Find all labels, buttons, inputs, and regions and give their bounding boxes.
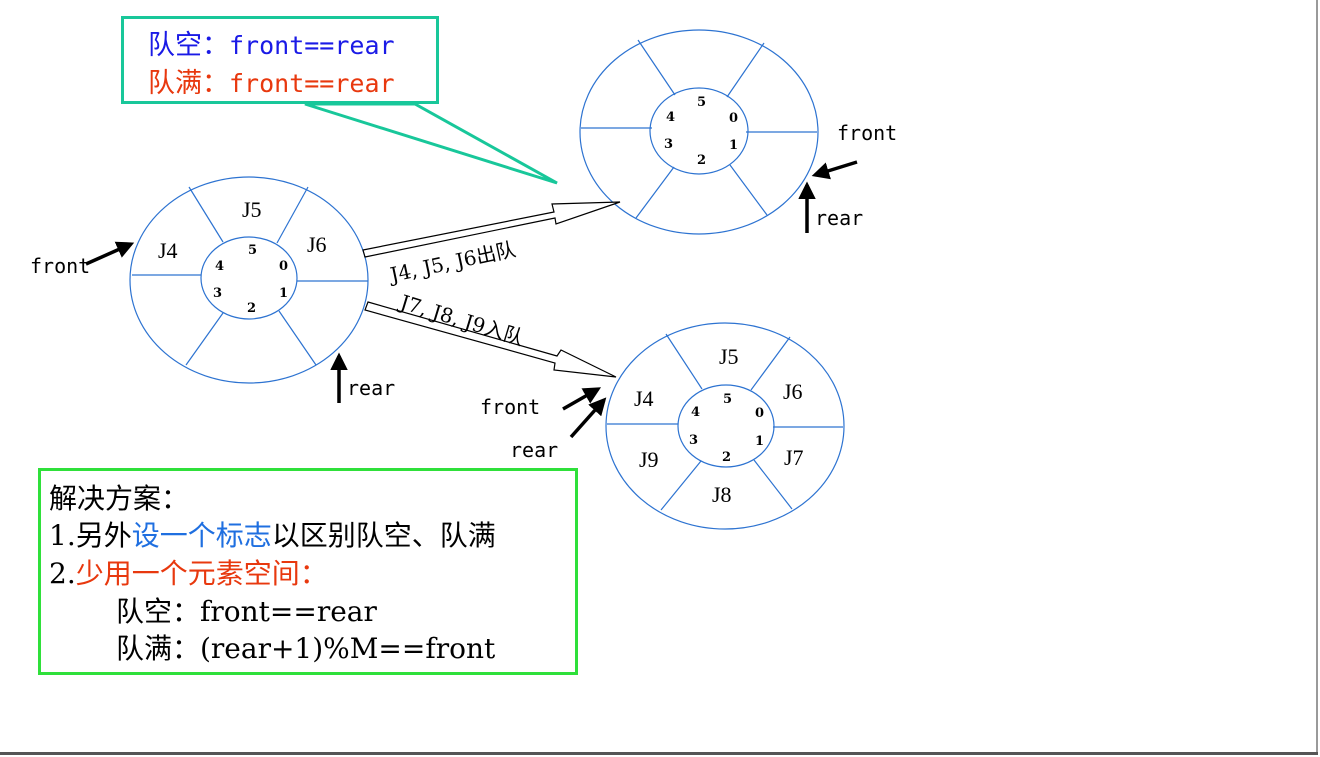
callout-empty-cond: front==rear xyxy=(229,31,395,60)
queue-left-index-1: 1 xyxy=(279,286,288,301)
queue-top-right-index-3: 3 xyxy=(664,137,673,152)
queue-bottom-right-cell-j7: J7 xyxy=(784,445,804,470)
queue-left-cell-j4: J4 xyxy=(158,238,178,263)
queue-left-index-3: 3 xyxy=(213,286,222,301)
queue-bottom-right-rear-arrow xyxy=(569,397,607,439)
queue-top-right-index-0: 0 xyxy=(729,111,738,126)
frame-right-edge xyxy=(1316,0,1318,754)
queue-left-index-5: 5 xyxy=(248,243,257,258)
queue-bottom-right-cell-j9: J9 xyxy=(639,447,659,472)
queue-bottom-right-front-label: front xyxy=(480,395,540,419)
solution-item-1: 1.另外设一个标志以区别队空、队满 xyxy=(49,520,496,552)
callout-empty-label: 队空： xyxy=(148,30,229,61)
solution-item-2: 2.少用一个元素空间： xyxy=(49,558,328,590)
queue-bottom-right-index-2: 2 xyxy=(722,450,731,465)
callout-full-cond: front==rear xyxy=(229,69,395,98)
enqueue-arrow xyxy=(364,301,617,378)
solution-item-2-text: 少用一个元素空间： xyxy=(75,557,328,590)
queue-bottom-right-rear-label: rear xyxy=(510,438,558,462)
callout-full-line: 队满：front==rear xyxy=(148,69,395,99)
solution-item-1-prefix: 1.另外 xyxy=(49,519,132,552)
dequeue-arrow xyxy=(362,201,621,258)
queue-bottom-right xyxy=(605,322,845,530)
queue-bottom-right-cell-j6: J6 xyxy=(783,379,803,404)
queue-bottom-right-index-3: 3 xyxy=(689,433,698,448)
callout-empty-line: 队空：front==rear xyxy=(148,31,395,61)
queue-bottom-right-index-5: 5 xyxy=(723,392,732,407)
callout-pointer xyxy=(304,102,558,185)
queue-top-right xyxy=(579,29,819,235)
queue-bottom-right-cell-j8: J8 xyxy=(712,482,732,507)
condition-callout: 队空：front==rear 队满：front==rear xyxy=(121,16,439,104)
queue-top-right-index-1: 1 xyxy=(729,138,738,153)
queue-left-front-label: front xyxy=(30,254,90,278)
solution-heading: 解决方案： xyxy=(49,482,190,515)
queue-top-right-index-4: 4 xyxy=(666,110,675,125)
queue-bottom-right-index-4: 4 xyxy=(691,405,700,420)
solution-item-1-highlight: 设一个标志 xyxy=(131,519,272,552)
frame-bottom-edge xyxy=(0,752,1318,755)
queue-bottom-right-cell-j5: J5 xyxy=(719,344,739,369)
queue-left-cell-j6: J6 xyxy=(307,232,327,257)
queue-left-cell-j5: J5 xyxy=(242,197,262,222)
queue-top-right-front-arrow xyxy=(811,160,858,180)
queue-left-index-0: 0 xyxy=(279,259,288,274)
queue-left-index-4: 4 xyxy=(215,259,224,274)
solution-item-1-suffix: 以区别队空、队满 xyxy=(271,519,496,552)
queue-bottom-right-front-arrow xyxy=(562,387,602,411)
queue-left xyxy=(129,176,369,384)
queue-bottom-right-index-1: 1 xyxy=(755,434,764,449)
queue-top-right-front-label: front xyxy=(837,121,897,145)
queue-top-right-index-2: 2 xyxy=(697,153,706,168)
solution-rule-full: 队满：(rear+1)%M==front xyxy=(116,632,496,665)
callout-full-label: 队满： xyxy=(148,68,229,99)
queue-top-right-index-5: 5 xyxy=(697,95,706,110)
queue-bottom-right-index-0: 0 xyxy=(755,406,764,421)
solution-box: 解决方案： 1.另外设一个标志以区别队空、队满 2.少用一个元素空间： 队空：f… xyxy=(38,468,578,675)
solution-item-2-number: 2. xyxy=(49,557,76,590)
queue-left-index-2: 2 xyxy=(247,301,256,316)
solution-rule-empty: 队空：front==rear xyxy=(116,595,377,628)
queue-left-front-arrow xyxy=(85,241,135,266)
queue-bottom-right-cell-j4: J4 xyxy=(634,386,654,411)
queue-left-rear-label: rear xyxy=(347,376,395,400)
queue-top-right-rear-label: rear xyxy=(815,206,863,230)
